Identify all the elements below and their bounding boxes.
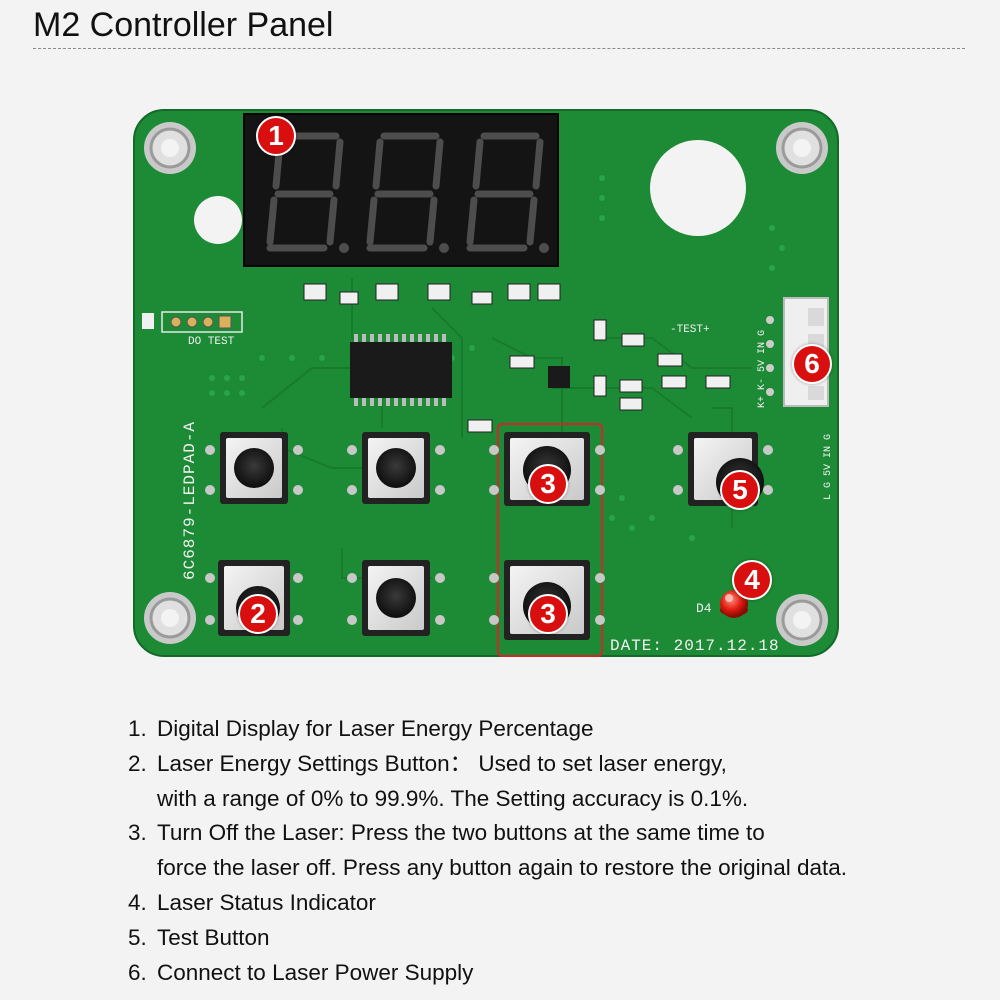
callout-6: 6 xyxy=(792,344,832,384)
ic-chip xyxy=(350,334,452,406)
silk-connector-left: DO TEST xyxy=(188,336,235,348)
silk-led-label: D4 xyxy=(696,601,712,616)
legend-text: Connect to Laser Power Supply xyxy=(157,959,474,985)
cutout-hole-left xyxy=(194,196,242,244)
cutout-hole-right xyxy=(650,140,746,236)
legend-text: Laser Energy Settings Button： Used to se… xyxy=(157,750,727,776)
legend-number: 1. xyxy=(128,716,147,741)
legend-text: Test Button xyxy=(157,924,270,950)
silk-pins-top: K+ K- 5V IN G xyxy=(757,330,768,408)
legend-number: 3. xyxy=(128,820,147,846)
silk-pins-bottom: L G 5V IN G xyxy=(823,434,834,500)
legend-text: force the laser off. Press any button ag… xyxy=(157,855,847,881)
button-top-1 xyxy=(205,432,303,504)
legend-item-4: 4. Laser Status Indicator xyxy=(128,886,968,921)
callout-2: 2 xyxy=(238,594,278,634)
button-bottom-middle xyxy=(347,560,445,636)
title-divider xyxy=(33,48,965,49)
mounting-hole-tl xyxy=(144,122,196,174)
callout-4: 4 xyxy=(732,560,772,600)
legend-number: 6. xyxy=(128,959,147,985)
legend-text: with a range of 0% to 99.9%. The Setting… xyxy=(157,785,749,811)
legend-text: Laser Status Indicator xyxy=(157,889,376,915)
legend-text: Turn Off the Laser: Press the two button… xyxy=(157,820,765,846)
smd-components xyxy=(303,283,731,433)
legend-item-3: 3. Turn Off the Laser: Press the two but… xyxy=(128,816,968,886)
callout-5: 5 xyxy=(720,470,760,510)
button-top-2 xyxy=(347,432,445,504)
legend-item-2: 2. Laser Energy Settings Button： Used to… xyxy=(128,747,968,817)
legend-number: 2. xyxy=(128,750,147,776)
legend-item-6: 6. Connect to Laser Power Supply xyxy=(128,956,968,991)
silk-date: DATE: 2017.12.18 xyxy=(610,637,780,655)
legend-item-5: 5. Test Button xyxy=(128,921,968,956)
silk-model: 6C6879-LEDPAD-A xyxy=(181,421,199,580)
controller-board-image: 6C6879-LEDPAD-A DATE: 2017.12.18 DO TEST… xyxy=(132,108,840,660)
seven-segment-display xyxy=(243,113,559,267)
callout-1: 1 xyxy=(256,116,296,156)
legend-text: Digital Display for Laser Energy Percent… xyxy=(157,716,594,741)
feature-legend: 1. Digital Display for Laser Energy Perc… xyxy=(128,712,968,990)
callout-3-bottom: 3 xyxy=(528,594,568,634)
silk-test-label: -TEST+ xyxy=(670,324,710,336)
mounting-hole-br xyxy=(776,594,828,646)
legend-number: 5. xyxy=(128,924,147,950)
legend-number: 4. xyxy=(128,889,147,915)
legend-item-1: 1. Digital Display for Laser Energy Perc… xyxy=(128,712,968,747)
mounting-hole-tr xyxy=(776,122,828,174)
small-ic xyxy=(548,366,570,388)
test-header xyxy=(142,311,243,333)
turn-off-buttons-highlight xyxy=(497,423,603,657)
callout-3-top: 3 xyxy=(528,464,568,504)
mounting-hole-bl xyxy=(144,592,196,644)
page-title: M2 Controller Panel xyxy=(33,6,334,44)
